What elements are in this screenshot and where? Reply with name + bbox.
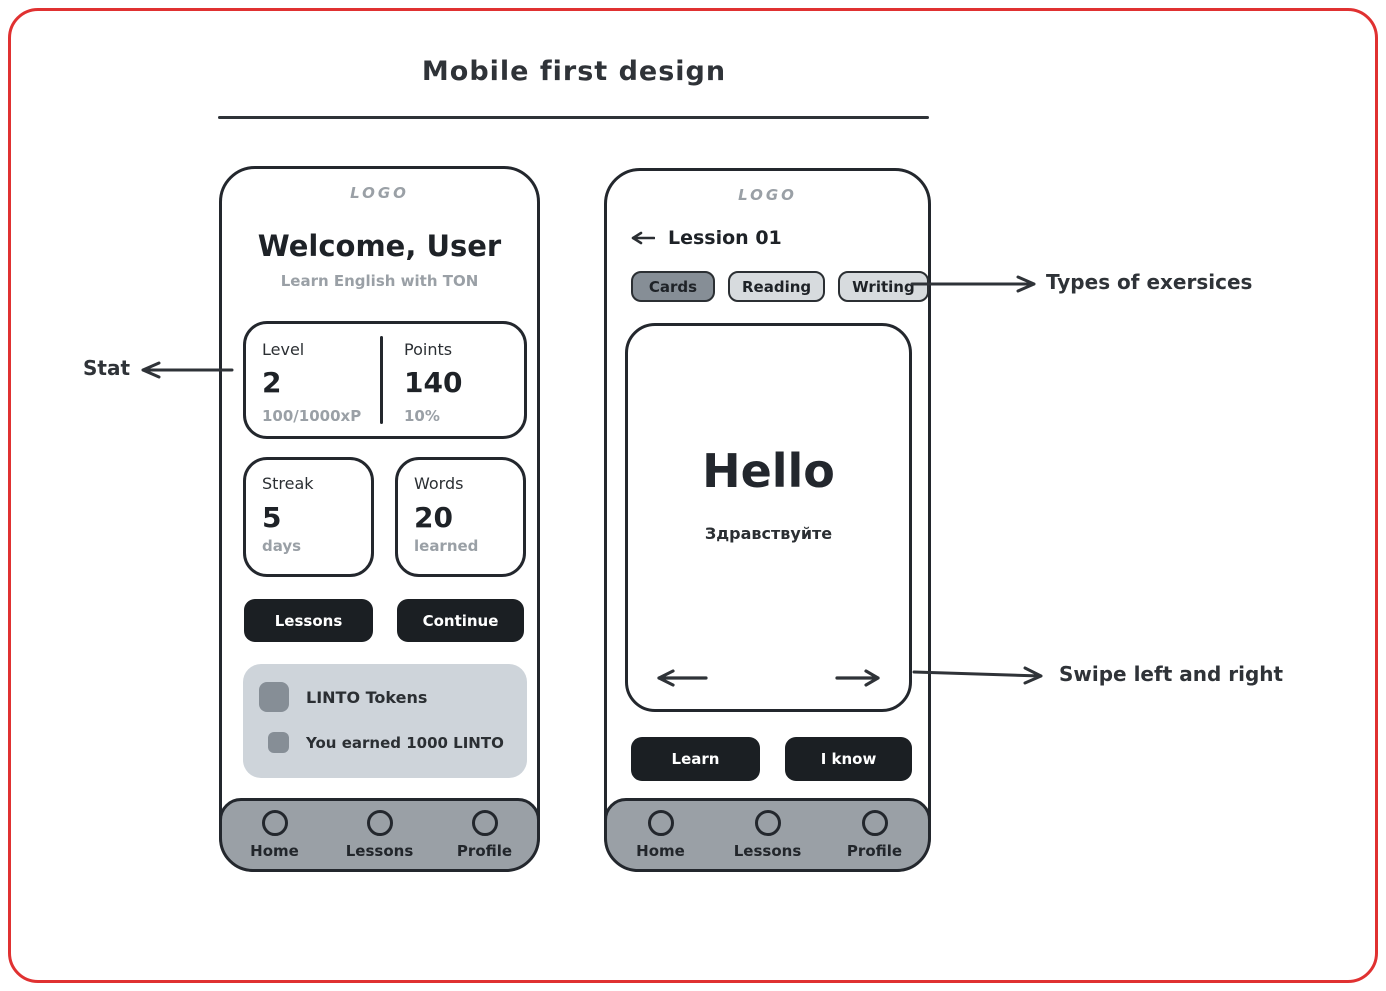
streak-label: Streak [262,474,314,493]
nav-label-home: Home [250,842,299,860]
points-label: Points [404,340,453,359]
nav-item-profile[interactable]: Profile [821,810,928,860]
nav-label-profile: Profile [456,842,513,860]
flash-card[interactable]: Hello Здравствуйте [625,323,912,712]
profile-icon [861,810,888,836]
flash-card-translation: Здравствуйте [704,524,833,543]
logo-text: LOGO [350,184,409,202]
bottom-nav: Home Lessons Profile [219,798,540,872]
continue-button[interactable]: Continue [397,599,524,642]
back-arrow-icon[interactable] [629,230,655,246]
streak-unit: days [262,537,302,555]
lessons-button[interactable]: Lessons [244,599,373,642]
words-label: Words [414,474,464,493]
flash-card-word: Hello [702,444,835,498]
logo-text: LOGO [738,186,797,204]
words-card: Words 20 learned [395,457,526,577]
bottom-nav: Home Lessons Profile [604,798,931,872]
streak-value: 5 [262,501,282,534]
tab-writing[interactable]: Writing [838,271,929,302]
nav-item-lessons[interactable]: Lessons [714,810,821,860]
nav-label-lessons: Lessons [733,842,802,860]
words-unit: learned [414,537,479,555]
types-arrow-icon [910,272,1040,296]
nav-item-home[interactable]: Home [607,810,714,860]
tab-reading[interactable]: Reading [728,271,826,302]
stats-divider [380,336,383,424]
canvas-red-border [8,8,1378,983]
stat-arrow-icon [138,358,234,382]
title-underline [218,116,929,119]
tokens-panel: LINTO Tokens You earned 1000 LINTO [243,664,527,778]
level-value: 2 [262,366,282,399]
lesson-title: Lession 01 [668,227,782,249]
tokens-title-row: LINTO Tokens [259,682,517,712]
arrow-right-icon[interactable] [835,667,883,689]
phone-home-mockup: LOGO Welcome, User Learn English with TO… [219,166,540,872]
arrow-left-icon[interactable] [654,667,708,689]
tokens-title: LINTO Tokens [306,687,428,707]
points-percent: 10% [404,407,440,425]
home-icon [261,810,288,836]
profile-icon [471,810,498,836]
swipe-annotation: Swipe left and right [1059,662,1284,686]
tab-cards[interactable]: Cards [631,271,715,302]
lesson-header: Lession 01 [629,227,782,249]
welcome-subtitle: Learn English with TON [280,272,479,290]
stats-card: Level 2 100/1000xP Points 140 10% [243,321,527,439]
nav-label-home: Home [636,842,685,860]
lessons-icon [366,810,393,836]
tokens-message-row: You earned 1000 LINTO [259,732,517,753]
points-value: 140 [404,366,463,399]
exercise-tabs: Cards Reading Writing [631,271,929,302]
token-badge-icon [268,732,289,753]
streak-card: Streak 5 days [243,457,374,577]
nav-item-profile[interactable]: Profile [432,810,537,860]
phone-lesson-mockup: LOGO Lession 01 Cards Reading Writing He… [604,168,931,872]
types-annotation: Types of exersices [1046,270,1253,294]
lessons-icon [754,810,781,836]
welcome-heading: Welcome, User [257,229,502,263]
nav-item-lessons[interactable]: Lessons [327,810,432,860]
home-icon [647,810,674,836]
nav-item-home[interactable]: Home [222,810,327,860]
nav-label-profile: Profile [846,842,903,860]
learn-button[interactable]: Learn [631,737,760,781]
swipe-arrow-icon [912,662,1048,688]
stat-annotation: Stat [83,356,131,380]
i-know-button[interactable]: I know [785,737,912,781]
level-label: Level [262,340,305,359]
tokens-message: You earned 1000 LINTO [306,733,504,752]
token-icon [259,682,289,712]
level-progress: 100/1000xP [262,407,362,425]
words-value: 20 [414,501,453,534]
page-title: Mobile first design [421,56,727,87]
nav-label-lessons: Lessons [345,842,414,860]
